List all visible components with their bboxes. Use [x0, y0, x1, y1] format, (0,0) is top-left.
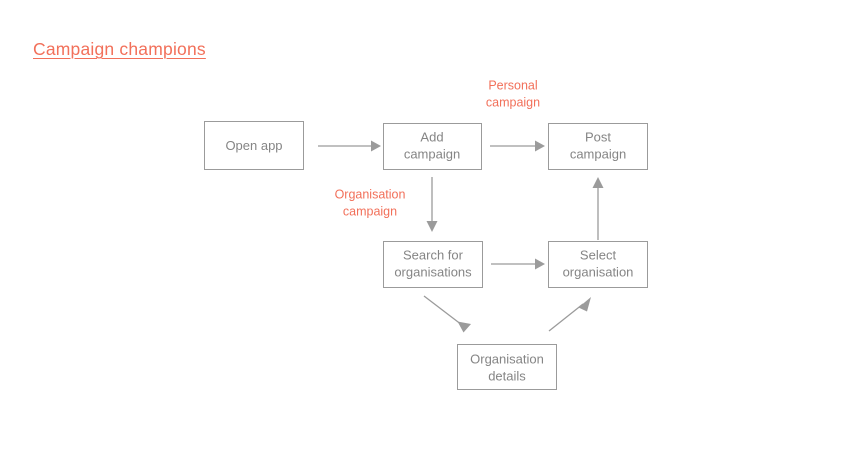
node-label-line2: organisation — [563, 264, 634, 279]
node-post-campaign[interactable]: Post campaign — [548, 123, 648, 170]
node-organisation-details[interactable]: Organisation details — [457, 344, 557, 390]
node-box[interactable] — [548, 123, 648, 170]
node-box[interactable] — [548, 241, 648, 288]
organisation-campaign-label-line2: campaign — [343, 204, 397, 218]
arrowhead-icon — [535, 258, 545, 270]
node-label-line2: campaign — [404, 146, 460, 161]
node-label-line1: Search for — [403, 247, 464, 262]
edge-organisation-details-to-select-organisation — [548, 297, 591, 332]
edge-line — [423, 295, 463, 326]
node-label-line1: Select — [580, 247, 617, 262]
node-label-line1: Open app — [225, 138, 282, 153]
personal-campaign-label: Personal campaign — [486, 78, 540, 109]
node-box[interactable] — [383, 123, 482, 170]
edge-search-organisations-to-select-organisation — [491, 258, 545, 270]
organisation-campaign-label-line1: Organisation — [335, 187, 406, 201]
edge-search-organisations-to-organisation-details — [423, 295, 471, 333]
node-select-organisation[interactable]: Select organisation — [548, 241, 648, 288]
node-label-line1: Add — [420, 129, 443, 144]
page-title: Campaign champions — [33, 39, 206, 59]
arrowhead-icon — [592, 177, 604, 188]
organisation-campaign-label: Organisation campaign — [335, 187, 406, 218]
node-box[interactable] — [383, 241, 483, 288]
node-label-line1: Post — [585, 129, 611, 144]
node-add-campaign[interactable]: Add campaign — [383, 123, 482, 170]
node-label-line2: details — [488, 368, 526, 383]
arrowhead-icon — [578, 297, 591, 312]
edge-add-campaign-to-post-campaign — [490, 140, 545, 152]
personal-campaign-label-line2: campaign — [486, 95, 540, 109]
node-open-app[interactable]: Open app — [204, 121, 304, 170]
arrowhead-icon — [371, 140, 381, 152]
node-search-organisations[interactable]: Search for organisations — [383, 241, 483, 288]
node-box[interactable] — [204, 121, 304, 170]
node-label-line1: Organisation — [470, 351, 544, 366]
node-box[interactable] — [457, 344, 557, 390]
edge-open-app-to-add-campaign — [318, 140, 381, 152]
personal-campaign-label-line1: Personal — [488, 78, 537, 92]
arrowhead-icon — [426, 221, 438, 232]
edge-line — [548, 303, 584, 332]
edge-add-campaign-to-search-organisations — [426, 177, 438, 232]
arrowhead-icon — [457, 321, 471, 333]
node-label-line2: organisations — [394, 264, 472, 279]
node-label-line2: campaign — [570, 146, 626, 161]
arrowhead-icon — [535, 140, 545, 152]
edge-select-organisation-to-post-campaign — [592, 177, 604, 240]
